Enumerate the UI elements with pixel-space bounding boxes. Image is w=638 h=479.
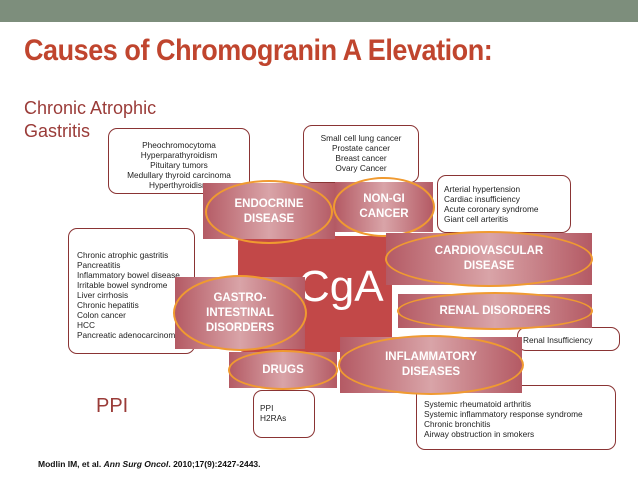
list-item: Chronic hepatitis bbox=[77, 300, 139, 310]
gastrointestinal-disorders-node: GASTRO- INTESTINAL DISORDERS bbox=[173, 275, 307, 351]
list-item: Pheochromocytoma bbox=[142, 140, 216, 150]
list-item: Colon cancer bbox=[77, 310, 126, 320]
renal-list-box: Renal Insufficiency bbox=[517, 327, 620, 351]
list-item: Pancreatitis bbox=[77, 260, 121, 270]
list-item: Pituitary tumors bbox=[150, 160, 208, 170]
list-item: H2RAs bbox=[260, 413, 287, 423]
cga-label: CgA bbox=[298, 262, 384, 311]
gastro-list-box: Chronic atrophic gastritis Pancreatitis … bbox=[68, 228, 195, 354]
list-item: Cardiac insufficiency bbox=[444, 194, 520, 204]
subtitle: Chronic Atrophic Gastritis bbox=[24, 97, 156, 143]
list-item: Systemic inflammatory response syndrome bbox=[424, 409, 583, 419]
list-item: PPI bbox=[260, 403, 274, 413]
list-item: Small cell lung cancer bbox=[320, 133, 402, 143]
drugs-list-box: PPI H2RAs bbox=[253, 390, 315, 438]
list-item: Giant cell arteritis bbox=[444, 214, 509, 224]
non-gi-list-box: Small cell lung cancer Prostate cancer B… bbox=[303, 125, 419, 183]
citation-details: . 2010;17(9):2427-2443. bbox=[168, 459, 261, 469]
list-item: Prostate cancer bbox=[331, 143, 391, 153]
endocrine-disease-node: ENDOCRINE DISEASE bbox=[205, 180, 333, 244]
renal-disorders-node: RENAL DISORDERS bbox=[397, 292, 593, 330]
list-item: HCC bbox=[77, 320, 95, 330]
list-item: Acute coronary syndrome bbox=[444, 204, 539, 214]
list-item: Pancreatic adenocarcinoma bbox=[77, 330, 180, 340]
list-item: Airway obstruction in smokers bbox=[424, 429, 535, 439]
subtitle-line: Chronic Atrophic bbox=[24, 98, 157, 118]
cardiovascular-list-box: Arterial hypertension Cardiac insufficie… bbox=[437, 175, 571, 233]
list-item: Chronic bronchitis bbox=[424, 419, 491, 429]
citation: Modlin IM, et al. Ann Surg Oncol. 2010;1… bbox=[38, 459, 261, 469]
list-item: Liver cirrhosis bbox=[77, 290, 129, 300]
list-item: Arterial hypertension bbox=[444, 184, 521, 194]
list-item: Systemic rheumatoid arthritis bbox=[424, 399, 531, 409]
list-item: Ovary Cancer bbox=[335, 163, 387, 173]
drugs-node: DRUGS bbox=[228, 350, 338, 390]
list-item: Medullary thyroid carcinoma bbox=[127, 170, 231, 180]
subtitle-line: Gastritis bbox=[24, 121, 91, 141]
ppi-label: PPI bbox=[96, 395, 129, 417]
cardiovascular-disease-node: CARDIOVASCULAR DISEASE bbox=[385, 231, 593, 287]
non-gi-cancer-node: NON-GI CANCER bbox=[333, 177, 435, 237]
list-item: Inflammatory bowel disease bbox=[77, 270, 180, 280]
inflammatory-list-box: Systemic rheumatoid arthritis Systemic i… bbox=[416, 385, 616, 450]
list-item: Breast cancer bbox=[335, 153, 387, 163]
list-item: Hyperthyroidism bbox=[149, 180, 209, 190]
inflammatory-diseases-node: INFLAMMATORY DISEASES bbox=[338, 335, 524, 395]
list-item: Irritable bowel syndrome bbox=[77, 280, 168, 290]
top-bar bbox=[0, 0, 638, 22]
list-item: Renal Insufficiency bbox=[523, 335, 593, 345]
list-item: Chronic atrophic gastritis bbox=[77, 250, 169, 260]
citation-journal: Ann Surg Oncol bbox=[103, 459, 169, 469]
citation-authors: Modlin IM, et al. bbox=[38, 459, 102, 469]
list-item: Hyperparathyroidism bbox=[140, 150, 218, 160]
slide-title: Causes of Chromogranin A Elevation: bbox=[24, 34, 493, 67]
